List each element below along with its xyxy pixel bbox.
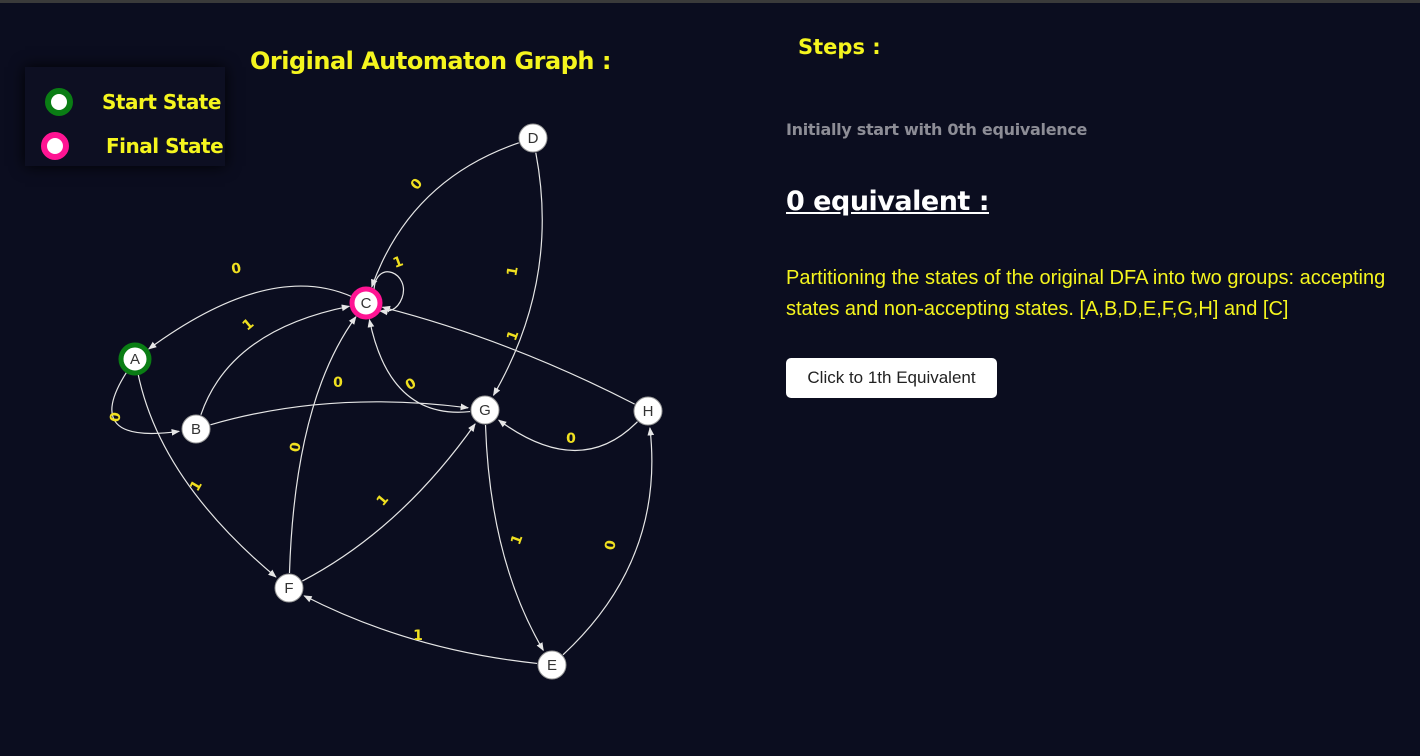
legend-start-row: Start State xyxy=(45,88,221,116)
edge-label-D-G: 1 xyxy=(504,265,521,277)
initial-step-text: Initially start with 0th equivalence xyxy=(786,120,1088,139)
legend-start-label: Start State xyxy=(102,90,221,114)
edge-label-G-E: 1 xyxy=(508,532,526,547)
state-label-d: D xyxy=(528,130,539,147)
edge-A-F xyxy=(137,373,277,578)
edge-label-F-C: 0 xyxy=(287,441,304,454)
edge-label-B-G: 0 xyxy=(333,375,343,391)
edge-label-H-C: 1 xyxy=(504,328,522,343)
legend-final-label: Final State xyxy=(106,134,224,158)
edge-label-A-B: 0 xyxy=(107,411,124,424)
state-node-b[interactable] xyxy=(181,414,211,444)
edge-E-H xyxy=(562,427,655,656)
state-node-h[interactable] xyxy=(633,396,663,426)
edge-label-B-C: 1 xyxy=(240,316,258,335)
state-node-a[interactable] xyxy=(118,342,152,376)
state-label-e: E xyxy=(547,657,557,674)
automaton-graph[interactable]: 0 1 0 1 0 1 0 1 0 1 0 1 0 1 0 1 A B C D E F G H xyxy=(0,0,700,756)
state-label-c: C xyxy=(361,295,372,312)
state-label-b: B xyxy=(191,421,201,438)
final-state-icon xyxy=(41,132,69,160)
edge-B-C xyxy=(200,304,351,416)
edge-label-F-G: 1 xyxy=(374,492,393,510)
state-label-f: F xyxy=(284,580,293,597)
edge-B-G xyxy=(210,401,469,426)
equivalence-heading: 0 equivalent : xyxy=(786,186,990,217)
state-node-c[interactable] xyxy=(349,286,383,320)
next-equivalence-button[interactable]: Click to 1th Equivalent xyxy=(786,358,997,398)
edge-label-C-C: 1 xyxy=(391,253,406,271)
state-node-d[interactable] xyxy=(518,123,548,153)
edge-H-C xyxy=(381,305,635,405)
edge-F-C xyxy=(288,316,357,574)
edge-G-E xyxy=(484,424,544,652)
edge-D-C xyxy=(371,142,519,288)
edge-C-A xyxy=(148,285,353,350)
edge-label-G-C: 0 xyxy=(403,375,420,394)
edge-label-C-A: 0 xyxy=(230,260,243,277)
state-label-g: G xyxy=(479,402,491,419)
edge-H-G xyxy=(498,419,638,451)
state-node-g[interactable] xyxy=(470,395,500,425)
partition-description: Partitioning the states of the original … xyxy=(786,267,1386,320)
legend-final-row: Final State xyxy=(41,132,224,160)
start-state-icon xyxy=(45,88,73,116)
state-node-e[interactable] xyxy=(537,650,567,680)
edge-label-E-H: 0 xyxy=(602,539,619,552)
edge-label-E-F: 1 xyxy=(413,628,423,644)
state-label-a: A xyxy=(130,351,140,368)
state-node-f[interactable] xyxy=(274,573,304,603)
edge-G-C xyxy=(367,318,471,413)
edge-D-G xyxy=(492,152,543,397)
edge-E-F xyxy=(303,595,538,665)
window-top-border xyxy=(0,0,1420,3)
edge-label-A-F: 1 xyxy=(187,478,206,494)
state-label-h: H xyxy=(643,403,654,420)
edge-label-H-G: 0 xyxy=(566,431,576,447)
edge-label-D-C: 0 xyxy=(408,175,427,193)
legend: Start State Final State xyxy=(25,67,225,166)
steps-title: Steps : xyxy=(798,35,881,59)
edge-F-G xyxy=(302,423,476,582)
graph-title: Original Automaton Graph : xyxy=(250,47,611,75)
